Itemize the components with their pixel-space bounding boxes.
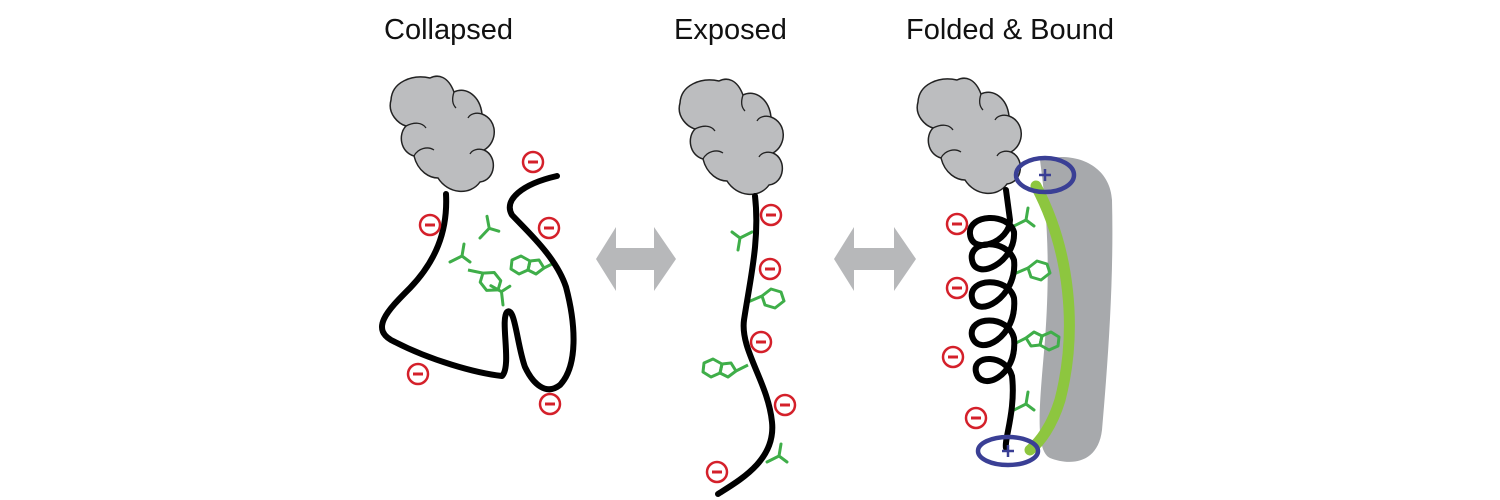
negative-charge-icon	[538, 392, 562, 416]
negative-charge-icon	[705, 460, 729, 484]
branched-side-chain	[1012, 206, 1036, 228]
folded-domain-bound	[916, 77, 1023, 195]
folded-domain-exposed	[678, 78, 785, 196]
branched-side-chain	[472, 212, 501, 240]
exposed-panel	[678, 78, 797, 497]
collapsed-panel	[379, 75, 577, 416]
branched-side-chain	[448, 242, 472, 264]
negative-charge-icon	[521, 150, 545, 174]
indole-side-chain	[701, 357, 750, 379]
branched-side-chain	[1012, 390, 1036, 412]
negative-charge-icon	[749, 330, 773, 354]
equilibrium-arrow-icon	[596, 227, 676, 291]
positive-charge-icon	[975, 434, 1041, 468]
alpha-helix-chain	[967, 187, 1018, 451]
panel-title-exposed: Exposed	[674, 14, 787, 46]
folded-domain-collapsed	[389, 75, 496, 193]
negative-charge-icon	[406, 362, 430, 386]
exposed-extended-chain	[715, 193, 776, 497]
negative-charge-icon	[418, 213, 442, 237]
negative-charge-icon	[537, 216, 561, 240]
phenyl-side-chain	[1012, 259, 1052, 282]
negative-charge-icon	[941, 345, 965, 369]
negative-charge-icon	[945, 212, 969, 236]
equilibrium-arrow-icon	[834, 227, 916, 291]
negative-charge-icon	[773, 393, 797, 417]
negative-charge-icon	[758, 257, 782, 281]
panel-title-collapsed: Collapsed	[384, 14, 513, 46]
negative-charge-icon	[964, 406, 988, 430]
branched-side-chain	[484, 278, 512, 307]
panel-title-folded-bound: Folded & Bound	[906, 14, 1114, 46]
positive-charge-icon	[1013, 155, 1077, 195]
collapsed-disordered-chain	[379, 173, 577, 393]
hydrophobic-helix-face	[1024, 180, 1075, 456]
negative-charge-icon	[759, 203, 783, 227]
folded-bound-panel	[916, 77, 1113, 468]
phenyl-side-chain	[746, 287, 786, 310]
negative-charge-icon	[945, 276, 969, 300]
branched-side-chain	[730, 230, 754, 252]
